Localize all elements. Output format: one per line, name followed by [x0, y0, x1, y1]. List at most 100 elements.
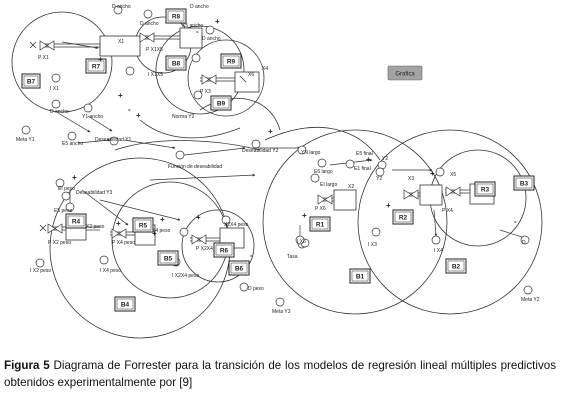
svg-text:Meta Y3: Meta Y3	[272, 309, 291, 315]
svg-text:E5 ancho: E5 ancho	[62, 141, 83, 147]
grafica-button[interactable]: Grafica	[387, 65, 423, 81]
loop-arc-top-left	[11, 11, 113, 113]
converters	[21, 5, 533, 307]
forrester-diagram: Grafica B7 R7 R8 B8 R9 B9 R4 R5 B5 R6 B6…	[11, 4, 543, 339]
svg-text:P X2 peso: P X2 peso	[48, 240, 71, 246]
figure-label: Figura 5	[4, 359, 50, 372]
svg-text:D ancho: D ancho	[140, 21, 159, 27]
svg-text:Y1 ancho: Y1 ancho	[82, 114, 103, 120]
loop-b5: B5	[157, 250, 179, 266]
svg-text:Meta Y2: Meta Y2	[521, 297, 540, 303]
svg-text:X5: X5	[450, 172, 456, 178]
svg-text:+: +	[196, 213, 201, 222]
loop-r6: R6	[213, 242, 235, 258]
svg-text:R3: R3	[481, 187, 490, 194]
svg-text:E6 largo: E6 largo	[314, 169, 333, 175]
svg-text:R8: R8	[172, 14, 181, 21]
svg-text:-: -	[128, 105, 131, 114]
svg-text:R9: R9	[227, 59, 236, 66]
svg-text:-: -	[250, 251, 253, 260]
svg-text:X2: X2	[348, 184, 354, 190]
loop-arc-mid	[114, 140, 261, 151]
svg-text:+: +	[118, 91, 123, 100]
svg-text:Deseabilidad Y3: Deseabilidad Y3	[76, 190, 113, 196]
figure-caption: Figura 5 Diagrama de Forrester para la t…	[4, 357, 556, 391]
loop-r3: R3	[474, 181, 496, 197]
loop-r4: R4	[65, 213, 87, 229]
svg-text:Meta Y1: Meta Y1	[16, 137, 35, 143]
loop-arc-top-mid2	[155, 25, 245, 115]
loop-r7: R7	[85, 58, 107, 74]
loop-b7: B7	[21, 73, 41, 89]
svg-text:D: D	[522, 240, 526, 246]
svg-text:B9: B9	[217, 101, 226, 108]
svg-text:P X2X4: P X2X4	[196, 246, 213, 252]
sinks	[29, 41, 247, 232]
svg-text:X6: X6	[248, 72, 254, 78]
stock-x5-ancho	[179, 27, 203, 49]
svg-text:P X4 peso: P X4 peso	[112, 240, 135, 246]
svg-text:P X1: P X1	[38, 55, 49, 61]
svg-text:+: +	[302, 211, 307, 220]
svg-text:I X3: I X3	[368, 242, 377, 248]
loop-r2: R2	[392, 209, 414, 225]
svg-text:-: -	[196, 27, 199, 36]
loop-arc-b1	[262, 129, 448, 315]
loop-b4: B4	[114, 296, 136, 312]
svg-text:P X4: P X4	[442, 208, 453, 214]
svg-text:D ancho: D ancho	[202, 36, 221, 42]
svg-text:I X1X5: I X1X5	[148, 72, 163, 78]
svg-text:I X6: I X6	[297, 239, 306, 245]
svg-text:I X2 peso: I X2 peso	[30, 268, 51, 274]
loop-r9: R9	[220, 53, 242, 69]
svg-text:+: +	[386, 201, 391, 210]
svg-text:+: +	[366, 155, 371, 164]
svg-text:I X4: I X4	[434, 248, 443, 254]
svg-text:B3: B3	[520, 181, 529, 188]
svg-text:Función de deseabilidad: Función de deseabilidad	[168, 164, 222, 170]
svg-text:B2: B2	[452, 264, 461, 271]
loop-arc-center	[199, 97, 281, 131]
valves	[39, 32, 461, 245]
svg-text:I X1: I X1	[50, 86, 59, 92]
svg-text:B8: B8	[172, 61, 181, 68]
svg-text:X2 peso: X2 peso	[86, 224, 105, 230]
svg-text:B7: B7	[27, 79, 36, 86]
svg-text:P X3: P X3	[200, 89, 211, 95]
stock-x6	[234, 71, 260, 93]
svg-text:X1: X1	[118, 39, 124, 45]
svg-text:P X6: P X6	[315, 206, 326, 212]
svg-text:X3: X3	[408, 176, 414, 182]
svg-text:EI peso: EI peso	[58, 186, 75, 192]
svg-text:+: +	[215, 17, 220, 26]
svg-text:EI largo: EI largo	[320, 182, 337, 188]
svg-text:R4: R4	[72, 219, 81, 226]
stock-x3	[419, 184, 443, 206]
loop-b2: B2	[445, 258, 467, 274]
svg-text:-: -	[514, 217, 517, 226]
svg-text:E1 final: E1 final	[354, 166, 371, 172]
svg-text:Tasa: Tasa	[287, 254, 298, 260]
svg-text:X2X4 peso: X2X4 peso	[224, 222, 249, 228]
svg-text:D peso: D peso	[248, 286, 264, 292]
svg-text:P X1X5: P X1X5	[146, 47, 163, 53]
svg-text:+: +	[116, 219, 121, 228]
svg-text:X4 peso: X4 peso	[152, 228, 171, 234]
svg-text:R7: R7	[92, 64, 101, 71]
svg-text:+: +	[72, 173, 77, 182]
loop-arc-b6	[181, 209, 255, 283]
svg-text:I X2X4 peso: I X2X4 peso	[172, 273, 199, 279]
loop-arc-top-right	[187, 39, 265, 117]
svg-text:Y2: Y2	[382, 156, 388, 162]
svg-text:YN largo: YN largo	[301, 150, 321, 156]
svg-text:+: +	[136, 111, 141, 120]
svg-text:X4: X4	[262, 66, 268, 72]
svg-text:R1: R1	[316, 222, 325, 229]
svg-text:E5 peso: E5 peso	[54, 208, 73, 214]
loop-labels: B7 R7 R8 B8 R9 B9 R4 R5 B5 R6 B6 B4 R1 B…	[21, 8, 535, 312]
loop-b8: B8	[165, 55, 187, 71]
svg-text:Deseabilidad Y1: Deseabilidad Y1	[95, 137, 132, 143]
loop-arc-b2	[357, 129, 543, 315]
loop-b6: B6	[228, 260, 250, 276]
svg-text:R5: R5	[139, 223, 148, 230]
